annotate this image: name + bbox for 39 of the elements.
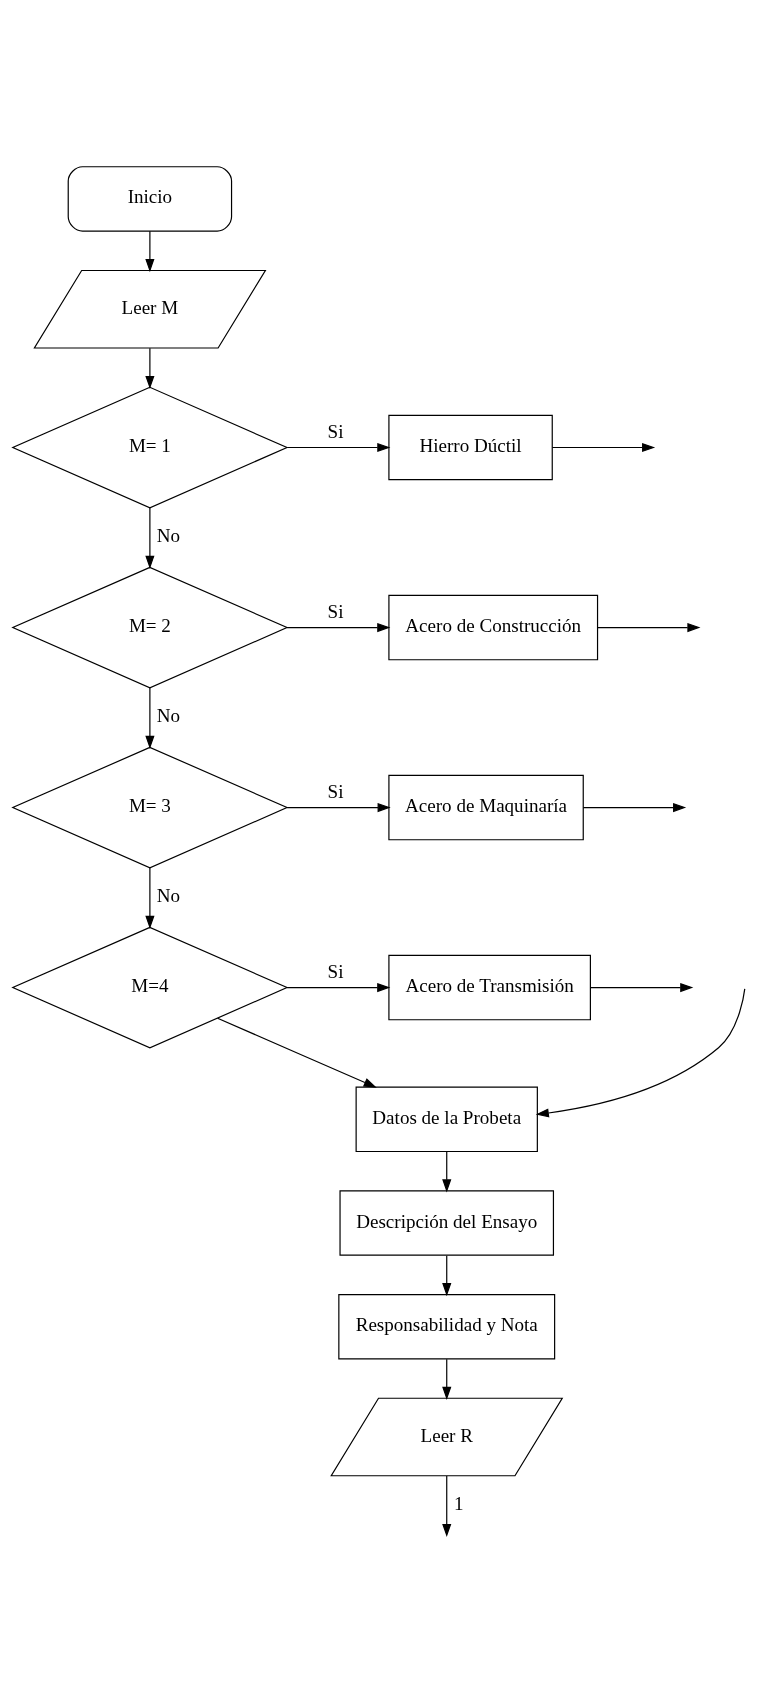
arrow <box>286 983 391 993</box>
arrow <box>145 347 155 390</box>
node-diamond: M=4 <box>11 926 289 1049</box>
node-box: Acero de Construcción <box>388 594 599 661</box>
edge-label: No <box>156 885 181 907</box>
arrow <box>286 802 391 813</box>
node-diamond: M= 3 <box>11 746 289 869</box>
node-box: Responsabilidad y Nota <box>338 1293 556 1360</box>
arrow <box>442 1358 452 1400</box>
arrow <box>442 1255 452 1297</box>
arrow <box>551 442 656 453</box>
node-diamond: M= 2 <box>11 566 289 689</box>
node-diamond: M= 1 <box>11 386 289 509</box>
edge-label: No <box>156 705 181 727</box>
edge-label: Si <box>327 780 344 802</box>
edge-label: Si <box>327 960 344 982</box>
node-box: Descripción del Ensayo <box>339 1190 555 1256</box>
arrow <box>145 867 155 929</box>
arrow <box>442 1475 452 1538</box>
arrow <box>286 622 391 633</box>
edge-label: No <box>156 525 181 547</box>
arrow <box>286 442 391 453</box>
arrow <box>590 983 694 993</box>
node-box: Acero de Maquinaría <box>388 774 584 841</box>
arrow <box>145 507 155 569</box>
edge-label: Si <box>327 600 344 622</box>
edge-label: Si <box>327 420 344 442</box>
arrow <box>217 1017 377 1088</box>
arrow <box>582 802 687 813</box>
node-box: Inicio <box>67 166 233 232</box>
arrow <box>535 988 746 1118</box>
arrow <box>145 230 155 273</box>
node-box: Datos de la Probeta <box>355 1086 538 1153</box>
arrow <box>596 622 701 633</box>
node-box: Acero de Transmisión <box>388 954 591 1021</box>
arrow <box>442 1151 452 1193</box>
arrow <box>145 687 155 749</box>
edge-label: 1 <box>453 1493 464 1515</box>
node-box: Hierro Dúctil <box>388 414 553 481</box>
